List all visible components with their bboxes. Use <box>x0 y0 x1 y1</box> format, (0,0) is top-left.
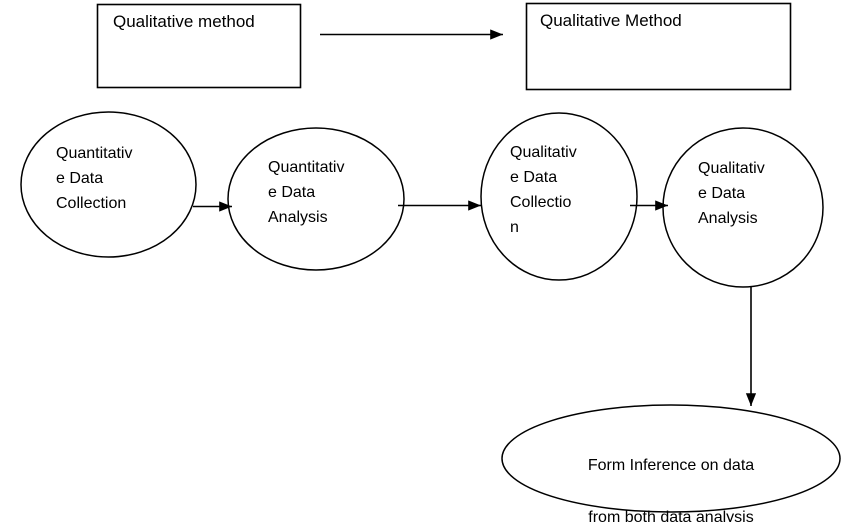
qualitative-method-left-box[interactable] <box>96 3 302 89</box>
qualitative-data-collection-ellipse[interactable] <box>480 112 638 281</box>
form-inference-line-2: from both data analysis <box>588 509 754 522</box>
quantitative-data-analysis-label: Quantitativ e Data Analysis <box>268 159 345 226</box>
quantitative-data-collection-label: Quantitativ e Data Collection <box>56 145 133 212</box>
form-inference-ellipse[interactable] <box>501 404 841 513</box>
form-inference-line-1: Form Inference on data <box>587 457 755 474</box>
qualitative-data-analysis-label: Qualitativ e Data Analysis <box>698 160 765 227</box>
form-inference-label: Form Inference on data from both data an… <box>531 427 811 522</box>
quantitative-data-collection-ellipse[interactable] <box>20 111 197 258</box>
qualitative-method-right-box[interactable] <box>525 2 792 91</box>
qualitative-data-collection-label: Qualitativ e Data Collectio n <box>510 144 577 236</box>
qualitative-method-right-label: Qualitative Method <box>540 11 682 30</box>
quantitative-data-analysis-ellipse[interactable] <box>227 127 405 271</box>
qualitative-method-left-label: Qualitative method <box>113 12 255 31</box>
